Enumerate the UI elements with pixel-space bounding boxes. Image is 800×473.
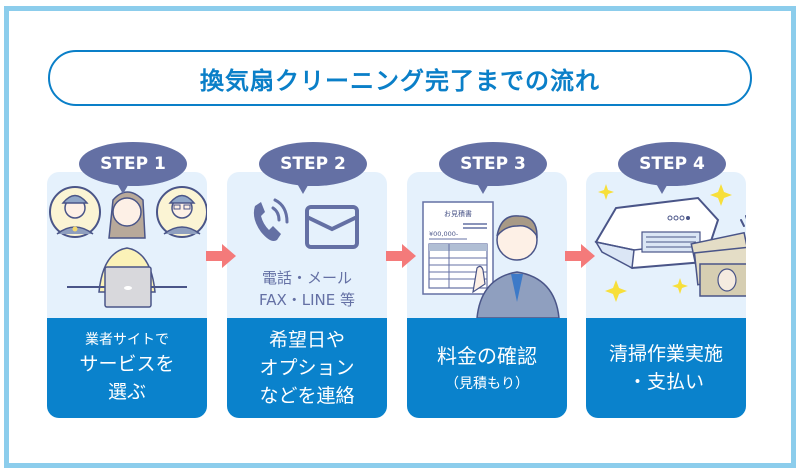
estimate-illustration: お見積書 ¥00,000- — [422, 201, 560, 318]
step-card-3: お見積書 ¥00,000- STEP 3 — [407, 142, 567, 418]
range-hood-icon — [594, 196, 720, 270]
step-card-4: STEP 4 清掃作業実施 ・支払い — [586, 142, 746, 418]
title-banner: 換気扇クリーニング完了までの流れ — [48, 50, 752, 106]
person-laptop-illustration — [49, 186, 207, 308]
diagram-title: 換気扇クリーニング完了までの流れ — [200, 66, 600, 95]
step-3-badge: STEP 3 — [439, 142, 547, 186]
step-1-text-line-3: 選ぶ — [107, 381, 146, 403]
step-2-badge: STEP 2 — [259, 142, 367, 186]
document-amount: ¥00,000- — [429, 230, 459, 238]
step-card-1: STEP 1 業者サイトで サービスを 選ぶ — [47, 142, 207, 418]
worker-avatar-icon — [49, 186, 101, 238]
arrow-right-icon — [206, 244, 236, 268]
step-4-description: 清掃作業実施 ・支払い — [586, 318, 746, 418]
step-4-badge: STEP 4 — [618, 142, 726, 186]
step-2-text-line-1: 希望日や — [268, 329, 345, 351]
step-3-label: STEP 3 — [460, 154, 526, 174]
step-2-text-line-3: などを連絡 — [259, 385, 355, 407]
worker-pointing-icon — [472, 215, 560, 318]
mail-icon — [305, 205, 359, 249]
step-card-2: 電話・メール FAX・LINE 等 STEP 2 希望日や オプション などを連… — [227, 142, 387, 418]
step-1-description: 業者サイトで サービスを 選ぶ — [47, 318, 207, 418]
document-heading: お見積書 — [444, 209, 472, 218]
bubble-tail — [475, 180, 491, 194]
step-3-text-line-2: （見積もり） — [445, 376, 529, 392]
step-4-illustration-area — [586, 172, 746, 318]
step-3-illustration-area: お見積書 ¥00,000- — [407, 172, 567, 318]
step-4-text-line-2: ・支払い — [627, 371, 704, 393]
arrow-right-icon — [386, 244, 416, 268]
step-2-text-line-2: オプション — [259, 357, 355, 379]
arrow-right-icon — [565, 244, 595, 268]
contact-methods-line-2: FAX・LINE 等 — [258, 291, 356, 309]
step-1-illustration-area — [47, 172, 207, 318]
step-2-description: 希望日や オプション などを連絡 — [227, 318, 387, 418]
step-2-label: STEP 2 — [280, 154, 346, 174]
bubble-tail — [654, 180, 670, 194]
step-1-text-line-2: サービスを — [79, 353, 175, 375]
worker-glasses-avatar-icon — [156, 186, 207, 238]
shine-lines-icon — [740, 215, 746, 227]
step-1-label: STEP 1 — [100, 154, 166, 174]
step-4-text-line-1: 清掃作業実施 — [608, 343, 723, 365]
step-4-label: STEP 4 — [639, 154, 705, 174]
bubble-tail — [115, 180, 131, 194]
phone-icon — [253, 198, 289, 241]
step-2-illustration-area: 電話・メール FAX・LINE 等 — [227, 172, 387, 318]
laptop-icon — [104, 266, 152, 308]
money-bills-icon — [690, 231, 746, 297]
contact-methods-line-1: 電話・メール — [261, 269, 352, 287]
bubble-tail — [295, 180, 311, 194]
step-3-text-line-1: 料金の確認 — [437, 344, 537, 368]
contact-icons — [253, 198, 359, 249]
range-hood-illustration — [594, 184, 746, 302]
sparkle-icon — [598, 184, 732, 302]
step-3-description: 料金の確認 （見積もり） — [407, 318, 567, 418]
step-1-badge: STEP 1 — [79, 142, 187, 186]
step-1-text-line-1: 業者サイトで — [85, 332, 169, 348]
